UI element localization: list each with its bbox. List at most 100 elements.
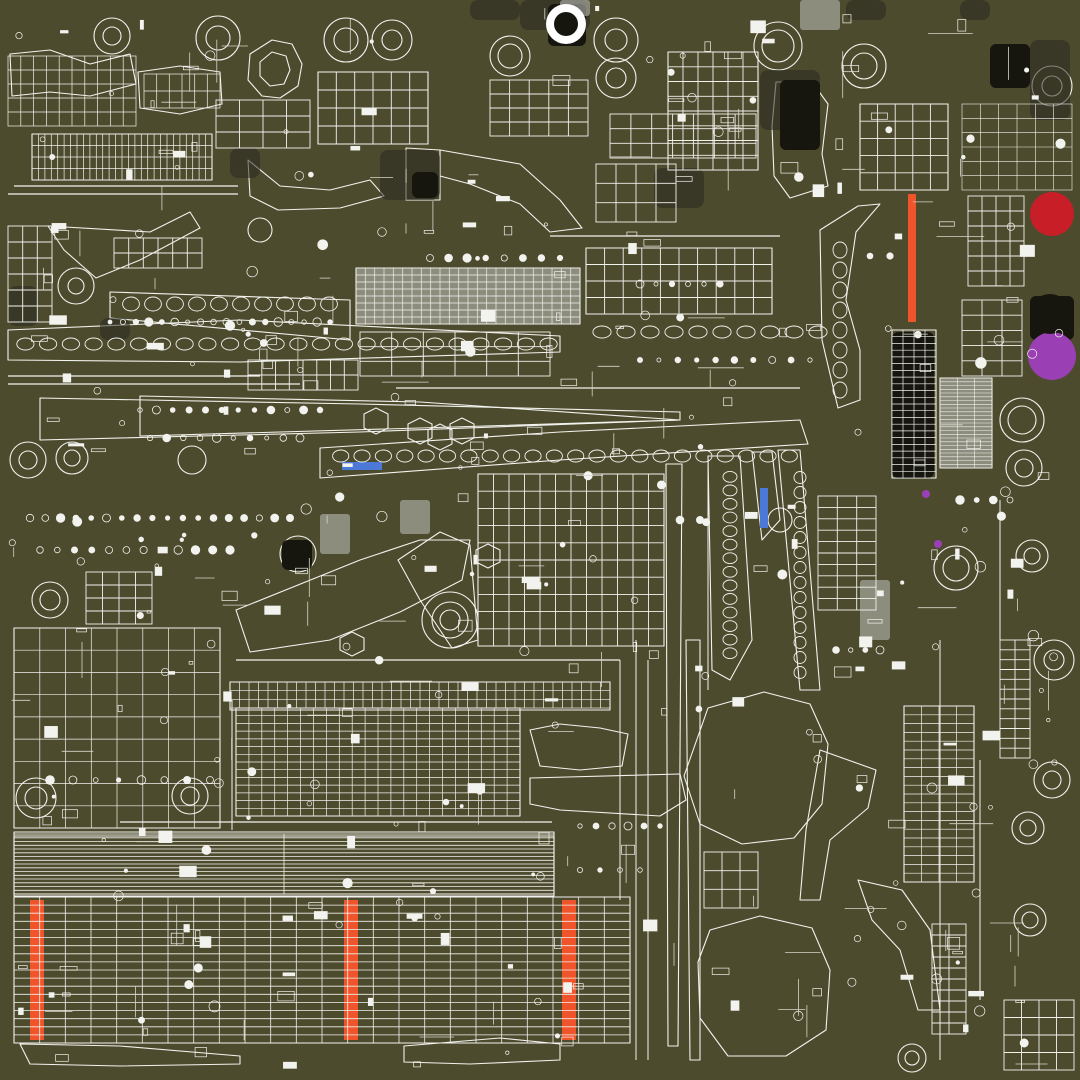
fragment-island — [813, 755, 822, 764]
fragment-island — [109, 296, 117, 303]
tall-lattice-holes-2-hole — [793, 621, 807, 634]
fragment-island — [687, 93, 697, 103]
right-upper-grid-mesh — [586, 248, 772, 314]
fragment-island — [955, 960, 960, 965]
right-column-grid-mesh — [904, 706, 974, 882]
rivet-island — [41, 514, 50, 522]
fragment-island — [76, 557, 85, 566]
fragment-island — [1000, 486, 1011, 497]
shadow-silhouette — [654, 168, 704, 208]
dark-island — [990, 44, 1030, 88]
fragment-island — [15, 32, 23, 40]
rivet-island — [577, 823, 583, 829]
right-top-grid — [859, 103, 949, 191]
small-grid-5 — [595, 163, 677, 223]
small-grid-1-mesh — [216, 100, 310, 148]
rivet-island — [165, 515, 171, 521]
fragment-island — [732, 697, 745, 707]
fragment-island — [434, 913, 441, 920]
third-beam-holes-hole — [503, 449, 521, 463]
large-octagon-island — [683, 691, 829, 845]
rivet-island — [45, 775, 55, 785]
right-corner-grid-mesh — [962, 104, 1072, 190]
rivet-island — [266, 405, 276, 415]
fragment-island — [787, 504, 796, 509]
tall-lattice-holes-hole — [722, 593, 738, 605]
shadow-silhouette — [1030, 40, 1070, 120]
fragment-island — [223, 406, 229, 415]
fragment-island — [595, 5, 600, 12]
fragment-island — [55, 1054, 69, 1062]
left-top-strip-grid — [31, 133, 213, 181]
fragment-island — [1038, 687, 1044, 693]
fragment-island — [835, 138, 844, 150]
fragment-island — [505, 1050, 510, 1055]
fragment-island — [611, 448, 620, 455]
fragment-island — [615, 325, 624, 329]
rail-grid — [13, 833, 555, 895]
fragment-island — [1019, 244, 1035, 257]
fragment-island — [877, 590, 884, 597]
fragment-island — [191, 142, 198, 152]
fragment-island — [297, 366, 304, 374]
fragment-island — [762, 38, 775, 44]
fragment-island — [543, 222, 548, 227]
right-lattice-holes-hole — [640, 325, 660, 339]
bottom-left-grid — [13, 896, 631, 1044]
crown-island-2 — [137, 65, 223, 115]
rivet-island — [133, 514, 141, 522]
fragment-island — [1049, 652, 1058, 662]
rivet-island — [653, 281, 659, 287]
lattice-beam-holes-hole — [175, 337, 194, 351]
fragment-island — [282, 972, 296, 977]
right-lattice-holes-hole — [784, 325, 804, 339]
fragment-island — [244, 447, 256, 455]
third-beam-holes — [332, 449, 798, 463]
rivet-island — [102, 513, 111, 523]
fragment-island — [695, 705, 703, 713]
rivet-island — [68, 775, 78, 785]
fragment-island — [150, 100, 155, 108]
fragment-island — [859, 636, 873, 648]
third-beam-holes-hole — [673, 449, 692, 463]
fragment-island — [126, 169, 133, 180]
fragment-island — [135, 229, 144, 238]
rivet-island — [195, 515, 202, 521]
left-top-strip-grid-mesh — [32, 134, 212, 180]
tall-lattice-holes-2-hole — [793, 576, 807, 589]
fragment-island — [729, 379, 737, 387]
rivet-island — [301, 319, 307, 325]
lattice-beam-holes-hole — [403, 337, 422, 351]
tall-lattice-holes-hole — [722, 470, 738, 483]
fragment-island — [640, 310, 650, 321]
shadow-silhouette — [960, 0, 990, 20]
cloth-grid-mesh — [14, 628, 220, 828]
fragment-island — [554, 1033, 561, 1039]
third-beam-holes-hole — [716, 449, 734, 463]
rivet-island — [146, 434, 154, 442]
fragment-island — [744, 511, 758, 519]
small-grid-7-mesh — [704, 852, 758, 908]
fragment-island — [643, 919, 658, 932]
fragment-island — [294, 171, 305, 181]
fragment-island — [224, 320, 236, 331]
right-corner-grid — [961, 103, 1073, 191]
rivet-island — [866, 252, 874, 260]
bottom-hook-island — [19, 1043, 241, 1067]
tall-lattice-holes — [722, 470, 738, 660]
fragment-island — [952, 950, 963, 955]
fragment-island — [335, 921, 343, 929]
rivet-island — [105, 546, 113, 554]
upper-lattice-holes-hole — [320, 296, 338, 312]
upper-grid — [317, 71, 429, 145]
fragment-island — [648, 650, 659, 659]
fragment-island — [546, 345, 553, 358]
fragment-island — [49, 315, 67, 325]
fragment-island — [367, 997, 373, 1006]
narrow-grid-2 — [931, 923, 967, 1035]
fragment-island — [146, 610, 151, 614]
fragment-island — [621, 844, 636, 855]
mid-panel-grid — [235, 707, 521, 817]
fragment-island — [262, 360, 273, 369]
rivet-island — [119, 318, 126, 325]
